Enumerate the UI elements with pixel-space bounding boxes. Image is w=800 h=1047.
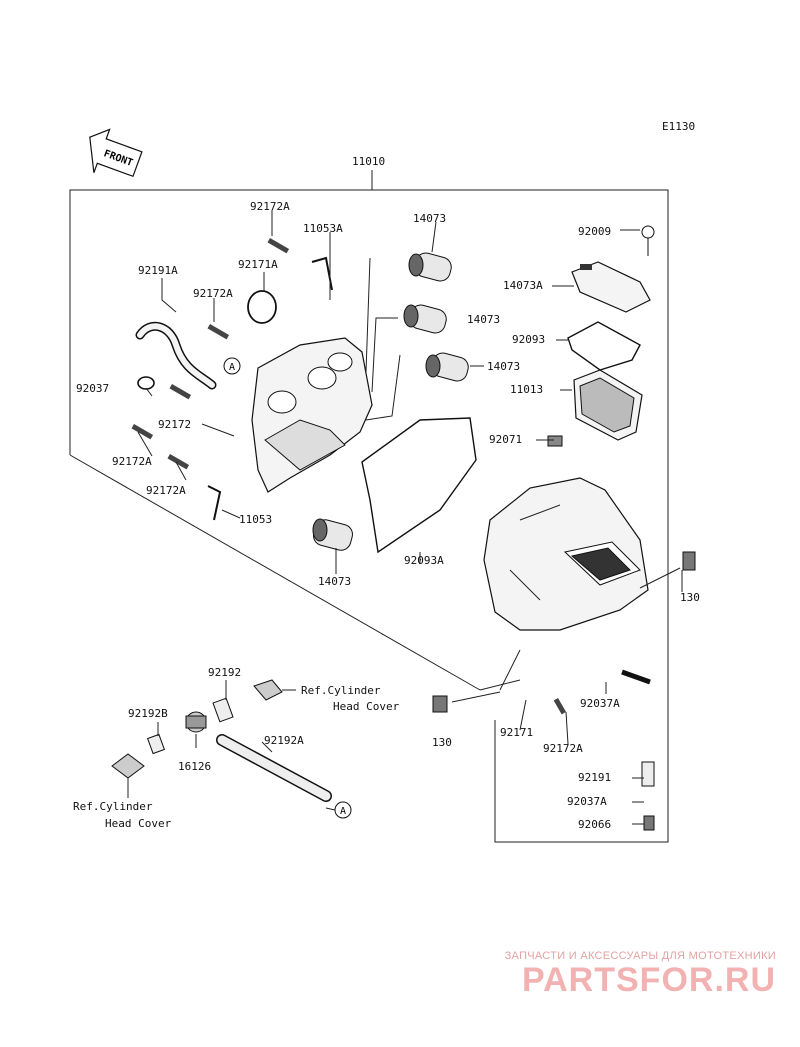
front-arrow-icon: FRONT (89, 128, 143, 178)
label-92172A-left2: 92172A (146, 484, 186, 497)
tube-92192A (216, 734, 332, 802)
cover-joint-lower (111, 753, 145, 779)
diagram-code: E1130 (662, 120, 695, 133)
label-92071: 92071 (489, 433, 522, 446)
label-14073-2: 14073 (467, 313, 500, 326)
label-92037: 92037 (76, 382, 109, 395)
label-92171A: 92171A (238, 258, 278, 271)
gasket-92093 (567, 321, 641, 371)
assembly-number: 11010 (352, 155, 385, 168)
label-14073-bottom: 14073 (318, 575, 351, 588)
screw-92009 (641, 225, 655, 256)
label-92192: 92192 (208, 666, 241, 679)
label-14073A: 14073A (503, 279, 543, 292)
watermark-tagline: ЗАПЧАСТИ И АКСЕССУАРЫ ДЛЯ МОТОТЕХНИКИ (504, 950, 776, 962)
label-11053: 11053 (239, 513, 272, 526)
grommet-92071 (547, 435, 563, 447)
label-11013: 11013 (510, 383, 543, 396)
ref-note-lower-line1: Ref.Cylinder (73, 800, 153, 813)
ref-note-upper-line2: Head Cover (333, 700, 400, 713)
intake-duct-3 (425, 352, 469, 382)
gasket-92093A (361, 417, 477, 554)
clip-92037 (137, 376, 155, 390)
label-92192A: 92192A (264, 734, 304, 747)
fitting-92192B (146, 733, 166, 755)
svg-text:A: A (229, 362, 235, 373)
label-92172A-left1: 92172A (112, 455, 152, 468)
intake-duct-bottom (312, 518, 353, 551)
callout-a-lower: A (334, 801, 352, 819)
callout-a-upper: A (223, 357, 241, 375)
label-14073-top: 14073 (413, 212, 446, 225)
filter-cover (571, 261, 651, 313)
label-92172A-mid: 92172A (193, 287, 233, 300)
intake-duct-2 (403, 304, 447, 334)
label-14073-3: 14073 (487, 360, 520, 373)
assembly-frame (69, 189, 669, 843)
label-16126: 16126 (178, 760, 211, 773)
watermark-logo: PARTSFOR.RU (521, 961, 776, 999)
plug-92066 (643, 815, 655, 831)
label-92172: 92172 (158, 418, 191, 431)
label-92066: 92066 (578, 818, 611, 831)
cover-joint-upper (253, 679, 283, 701)
label-92191: 92191 (578, 771, 611, 784)
label-92191A: 92191A (138, 264, 178, 277)
label-92093: 92093 (512, 333, 545, 346)
leader-lines (127, 210, 683, 825)
label-92037A-2: 92037A (567, 795, 607, 808)
drain-plug-right (682, 551, 696, 571)
ref-note-upper-line1: Ref.Cylinder (301, 684, 381, 697)
label-92192B: 92192B (128, 707, 168, 720)
bracket-11053 (207, 485, 222, 521)
air-box-lower-housing (483, 477, 649, 631)
valve-16126 (185, 711, 207, 733)
label-11053A: 11053A (303, 222, 343, 235)
label-92171: 92171 (500, 726, 533, 739)
label-92172A-bottom: 92172A (543, 742, 583, 755)
label-92037A-1: 92037A (580, 697, 620, 710)
bracket-11053A (311, 256, 333, 291)
bolt-icon (131, 238, 567, 715)
label-92172A-top: 92172A (250, 200, 290, 213)
clamp-92171A (247, 290, 277, 324)
label-92093A: 92093A (404, 554, 444, 567)
label-130-right: 130 (680, 591, 700, 604)
svg-text:A: A (340, 806, 346, 817)
ref-note-lower-line2: Head Cover (105, 817, 172, 830)
air-filter-element (573, 369, 643, 441)
watermark: ЗАПЧАСТИ И АКСЕССУАРЫ ДЛЯ МОТОТЕХНИКИ PA… (505, 950, 776, 998)
drain-plug-bottom (432, 695, 448, 713)
drain-hose-92191 (621, 669, 655, 787)
label-92009: 92009 (578, 225, 611, 238)
air-cleaner-upper-housing (251, 337, 373, 493)
fitting-92192 (212, 697, 234, 723)
intake-duct-top (408, 252, 452, 282)
label-130-bottom: 130 (432, 736, 452, 749)
